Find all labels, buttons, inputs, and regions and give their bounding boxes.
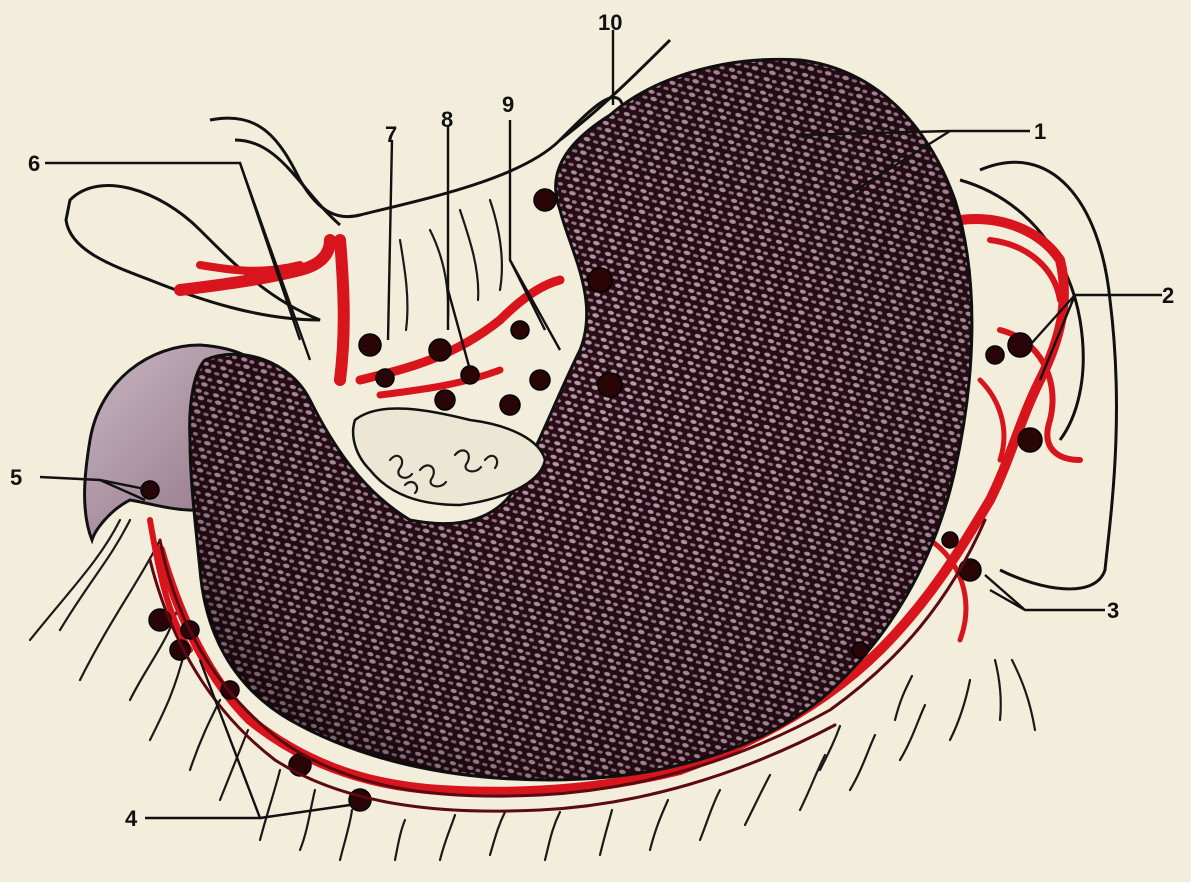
lesser-curvature-window [353, 408, 545, 505]
label-2: 2 [1162, 283, 1174, 308]
label-6: 6 [28, 151, 40, 176]
label-1: 1 [1034, 119, 1046, 144]
label-10: 10 [598, 10, 622, 35]
label-7: 7 [385, 122, 397, 147]
label-5: 5 [10, 465, 22, 490]
label-3: 3 [1107, 598, 1119, 623]
label-4: 4 [125, 806, 138, 831]
label-8: 8 [441, 107, 453, 132]
label-9: 9 [502, 92, 514, 117]
